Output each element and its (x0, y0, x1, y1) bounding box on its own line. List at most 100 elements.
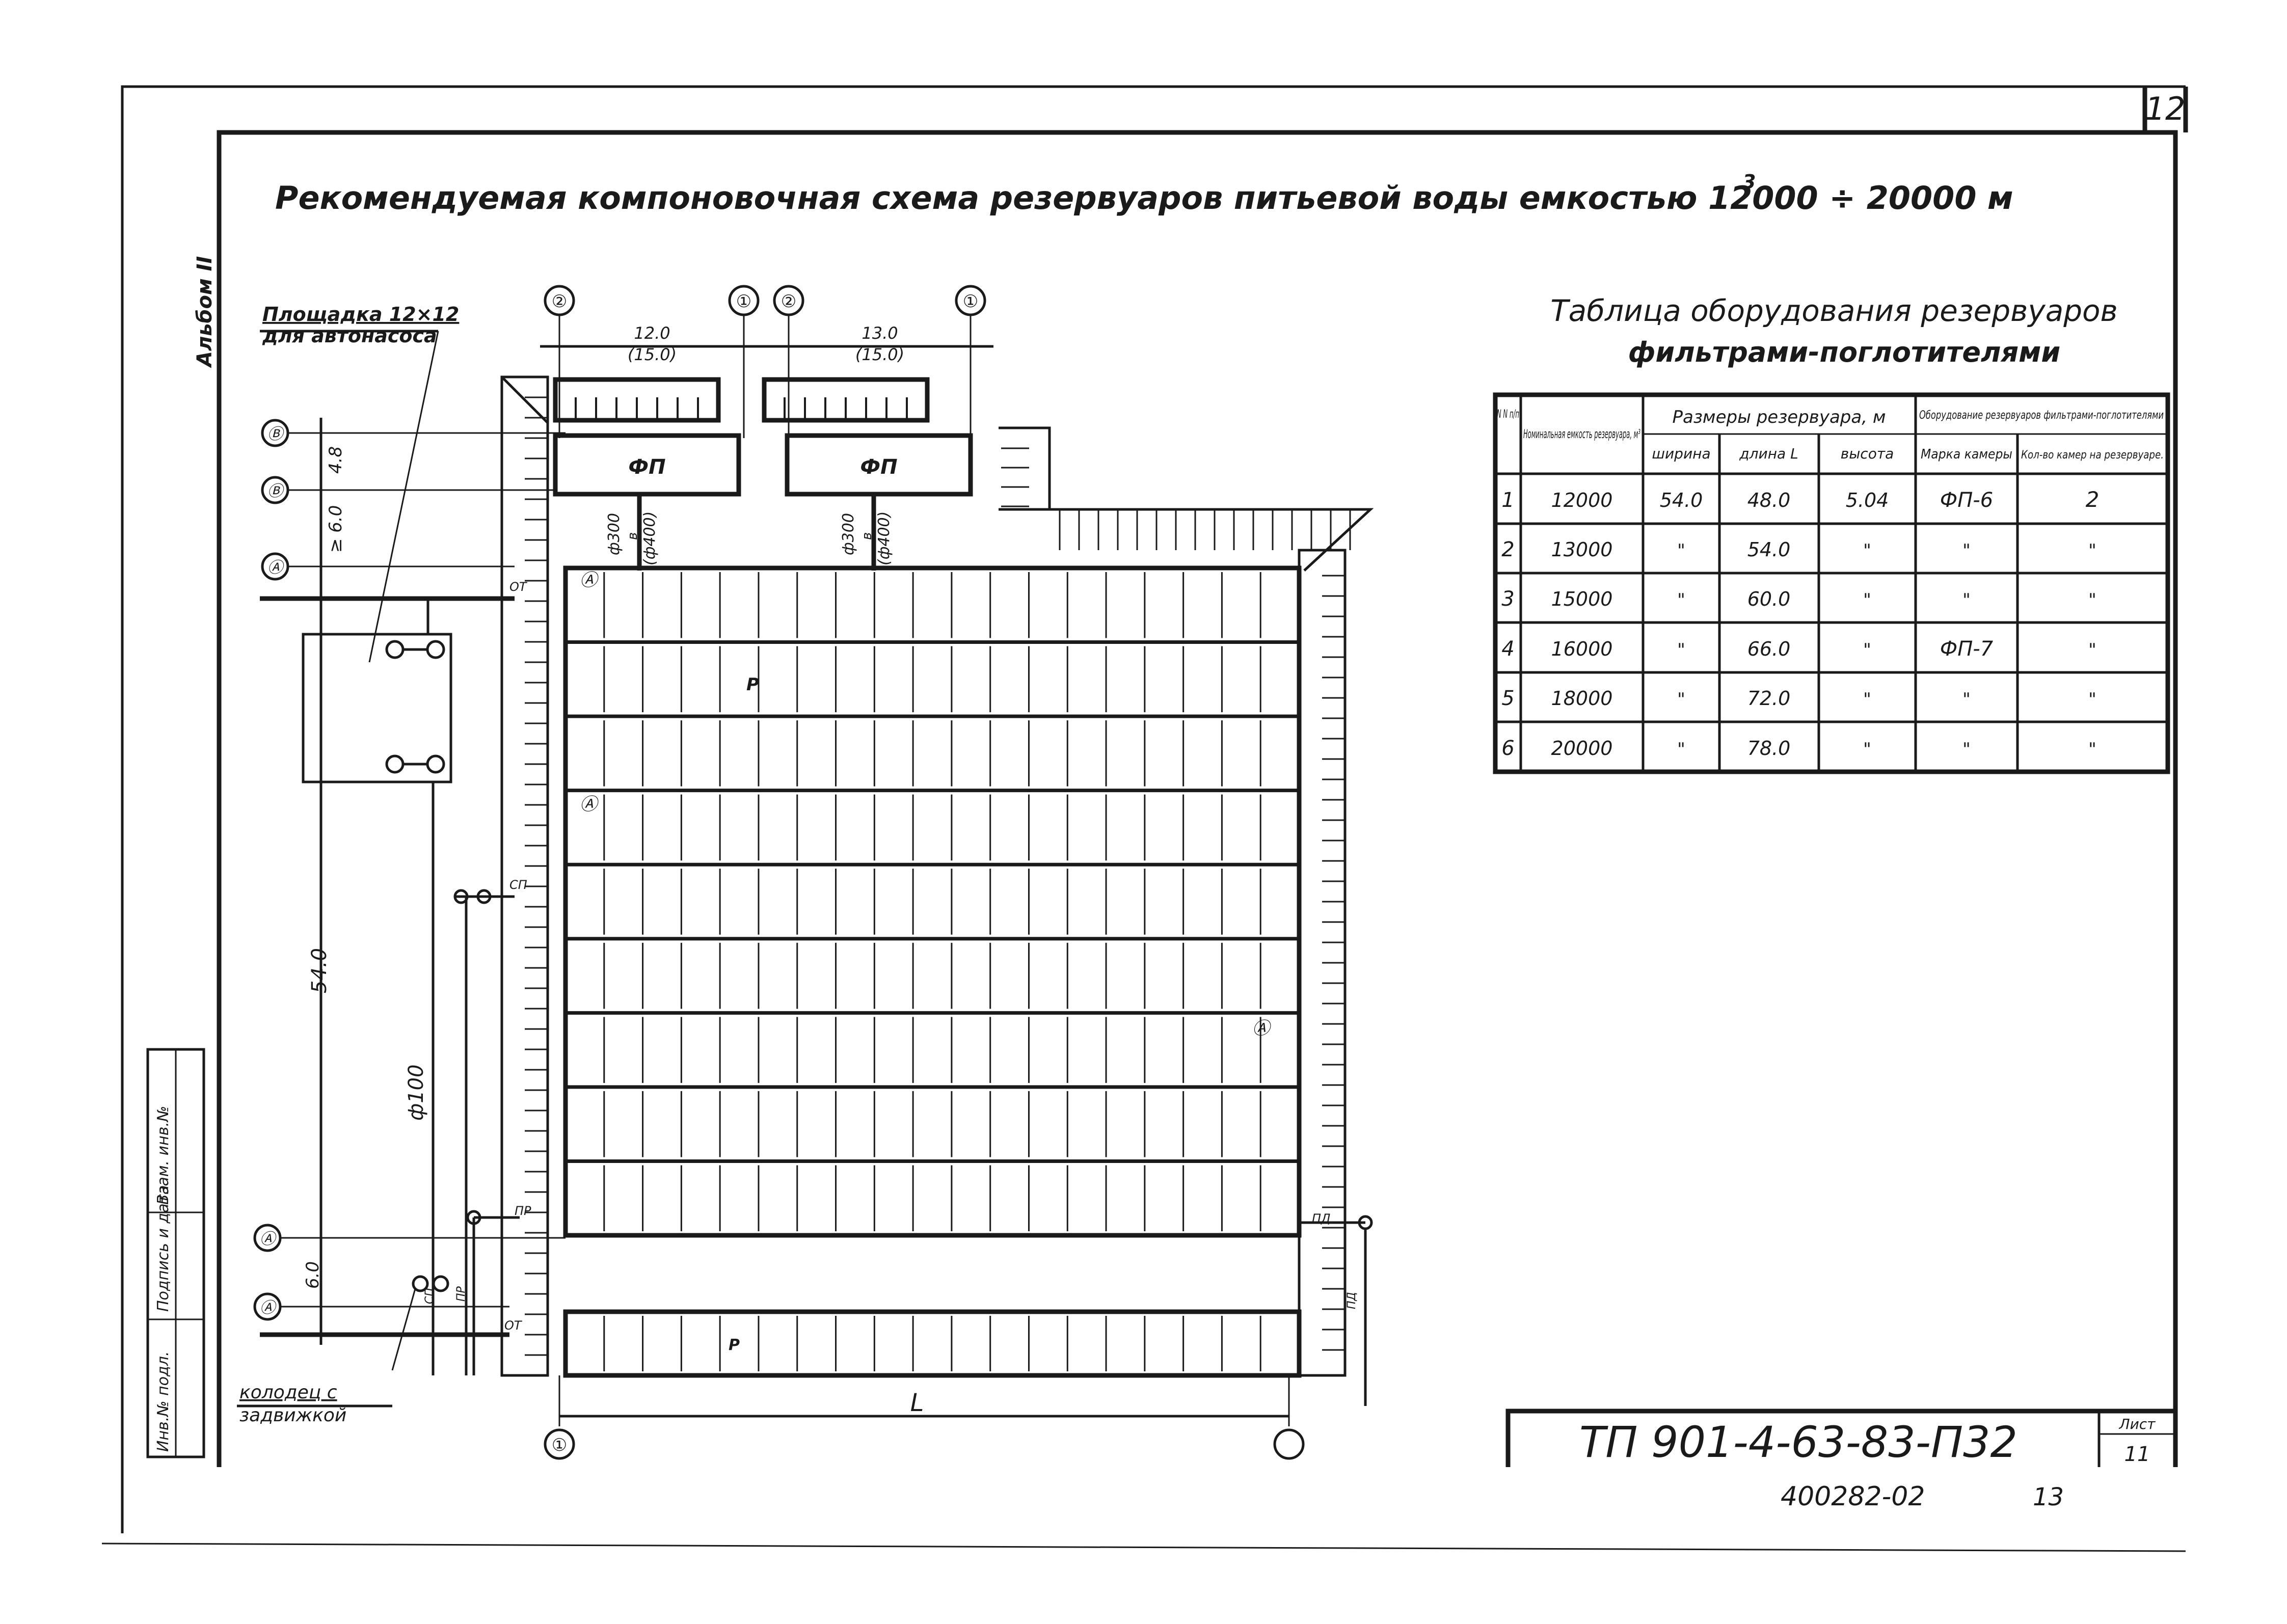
dim-top-right-alt: (15.0) (855, 345, 904, 364)
cell-chamber: " (1962, 739, 1971, 760)
cell-length: 48.0 (1747, 489, 1791, 511)
cell-height: " (1863, 540, 1871, 561)
archive-number: 400282-02 (1781, 1481, 1925, 1512)
left-axes: Ⓑ Ⓑ Ⓐ Ⓐ Ⓐ 4.8 ≥ 6.0 54.0 6.0 (253, 418, 566, 1345)
well-label-2: задвижкой (239, 1405, 346, 1426)
hdr-dims: Размеры резервуара, м (1673, 407, 1886, 427)
embankment-top-right (999, 508, 1374, 572)
cell-width: " (1677, 540, 1685, 561)
cell-height: " (1863, 739, 1871, 760)
hdr-chamber: Марка камеры (1921, 447, 2012, 462)
cell-capacity: 15000 (1551, 588, 1613, 610)
dim-6-0-top: ≥ 6.0 (326, 505, 346, 553)
cell-length: 72.0 (1747, 687, 1791, 710)
table-row: 1 12000 54.0 48.0 5.04 ФП-6 2 (1501, 487, 2099, 512)
axis-1-left: ① (736, 291, 751, 312)
drawing-title: Рекомендуемая компоновочная схема резерв… (275, 179, 2013, 216)
equipment-table: Таблица оборудования резервуаров фильтра… (1493, 293, 2170, 774)
stamp-sheet-value: 11 (2124, 1443, 2150, 1466)
cell-n: 3 (1501, 587, 1514, 611)
stamp-code: ТП 901-4-63-83-П32 (1579, 1417, 2017, 1467)
bottom-trim-line (101, 1542, 2186, 1552)
table-row: 4 16000 " 66.0 " ФП-7 " (1501, 637, 2096, 661)
cell-n: 6 (1501, 737, 1514, 760)
axis-end-bottom (1273, 1428, 1305, 1460)
cell-length: 54.0 (1747, 538, 1791, 561)
tag-ot-top: ОТ (509, 580, 528, 594)
valve-sp (453, 889, 469, 904)
axis-2-right: ② (781, 291, 796, 312)
main-reservoir-grid (566, 572, 1299, 1231)
side-strip: Инв.№ подл. Подпись и дата Взам. инв.№ А… (146, 256, 217, 1458)
cell-height: " (1863, 590, 1871, 610)
cell-height: 5.04 (1846, 489, 1889, 511)
axis-2-left: ② (552, 291, 567, 312)
cell-height: " (1863, 640, 1871, 660)
pipe-left-b: в (625, 532, 640, 540)
cell-n: 5 (1501, 687, 1514, 710)
cell-height: " (1863, 689, 1871, 710)
main-reservoir (563, 565, 1302, 1238)
table-title-1: Таблица оборудования резервуаров (1550, 293, 2117, 328)
fp-chamber-left (553, 433, 741, 497)
dim-top-left-alt: (15.0) (628, 345, 677, 364)
fp-chamber-right-ticks (784, 397, 908, 420)
title-stamp: ТП 901-4-63-83-П32 Лист 11 400282-02 13 (1505, 1409, 2175, 1512)
pipe-left-diameter: ф300 (605, 513, 623, 555)
platform-leader (368, 331, 439, 663)
embankment-corner-left (501, 376, 549, 424)
axis-b1: Ⓑ (267, 425, 285, 443)
dim-4-8: 4.8 (326, 446, 346, 474)
cell-chamber: " (1962, 689, 1971, 710)
pipe-right-diameter: ф300 (840, 513, 857, 555)
fp-chamber-right (785, 433, 973, 497)
axis-1-bottom (544, 1428, 575, 1460)
axis-1-right: ① (963, 291, 978, 312)
platform-label-1: Площадка 12×12 (262, 303, 459, 326)
axis-a-lowest: Ⓐ (260, 1299, 277, 1317)
tag-pd-small: ПД (1346, 1292, 1358, 1309)
outer-frame (121, 85, 2186, 1533)
dim-L: L (910, 1389, 924, 1417)
reservoir-label-lower: Р (729, 1336, 740, 1354)
cell-width: " (1677, 640, 1685, 660)
tag-ot-bottom: ОТ (504, 1318, 523, 1333)
dim-54-0: 54.0 (308, 948, 331, 993)
pump-platform (302, 633, 452, 783)
cell-width: " (1677, 590, 1685, 610)
dim-top-left: 12.0 (634, 323, 670, 343)
axis-marker-a1: Ⓐ (580, 570, 600, 590)
page-number: 12 (2145, 90, 2186, 127)
cell-capacity: 20000 (1551, 737, 1613, 760)
embankment-notch (999, 426, 1051, 509)
pipe-left-alt: (ф400) (641, 511, 659, 565)
axis-marker-a2: Ⓐ (580, 794, 600, 815)
cell-count: " (2088, 689, 2096, 710)
top-axes: ② ① ② ① 12.0 (15.0) 13.0 (15.0) (540, 285, 993, 438)
hdr-capacity: Номинальная емкость резервуара, м³ (1523, 427, 1640, 441)
signature-date-label: Подпись и дата (154, 1185, 172, 1312)
cell-chamber: ФП-6 (1940, 489, 1993, 512)
hdr-length: длина L (1739, 445, 1798, 462)
cell-n: 1 (1501, 489, 1514, 512)
cell-capacity: 18000 (1551, 687, 1613, 710)
cell-capacity: 16000 (1551, 638, 1613, 660)
axis-a-bottom: Ⓐ (260, 1230, 277, 1248)
valve-pr (466, 1210, 481, 1225)
fp-chamber-left-ticks (575, 397, 699, 420)
axis-b2: Ⓑ (267, 482, 285, 500)
replace-inv-label: Взам. инв.№ (154, 1106, 172, 1205)
table-row: 5 18000 " 72.0 " " " (1501, 687, 2096, 710)
reservoir-label-main: Р (746, 674, 759, 695)
cell-width: " (1677, 739, 1685, 760)
cell-length: 60.0 (1747, 588, 1791, 610)
table-title-2: фильтрами-поглотителями (1628, 336, 2060, 368)
archive-page: 13 (2033, 1483, 2064, 1511)
tag-sp-mid: СП (509, 878, 527, 892)
hdr-equipment: Оборудование резервуаров фильтрами-погло… (1919, 409, 2164, 422)
embankment-left (500, 375, 549, 1377)
pipe-right-b: в (859, 532, 875, 540)
cell-count: " (2088, 739, 2096, 760)
